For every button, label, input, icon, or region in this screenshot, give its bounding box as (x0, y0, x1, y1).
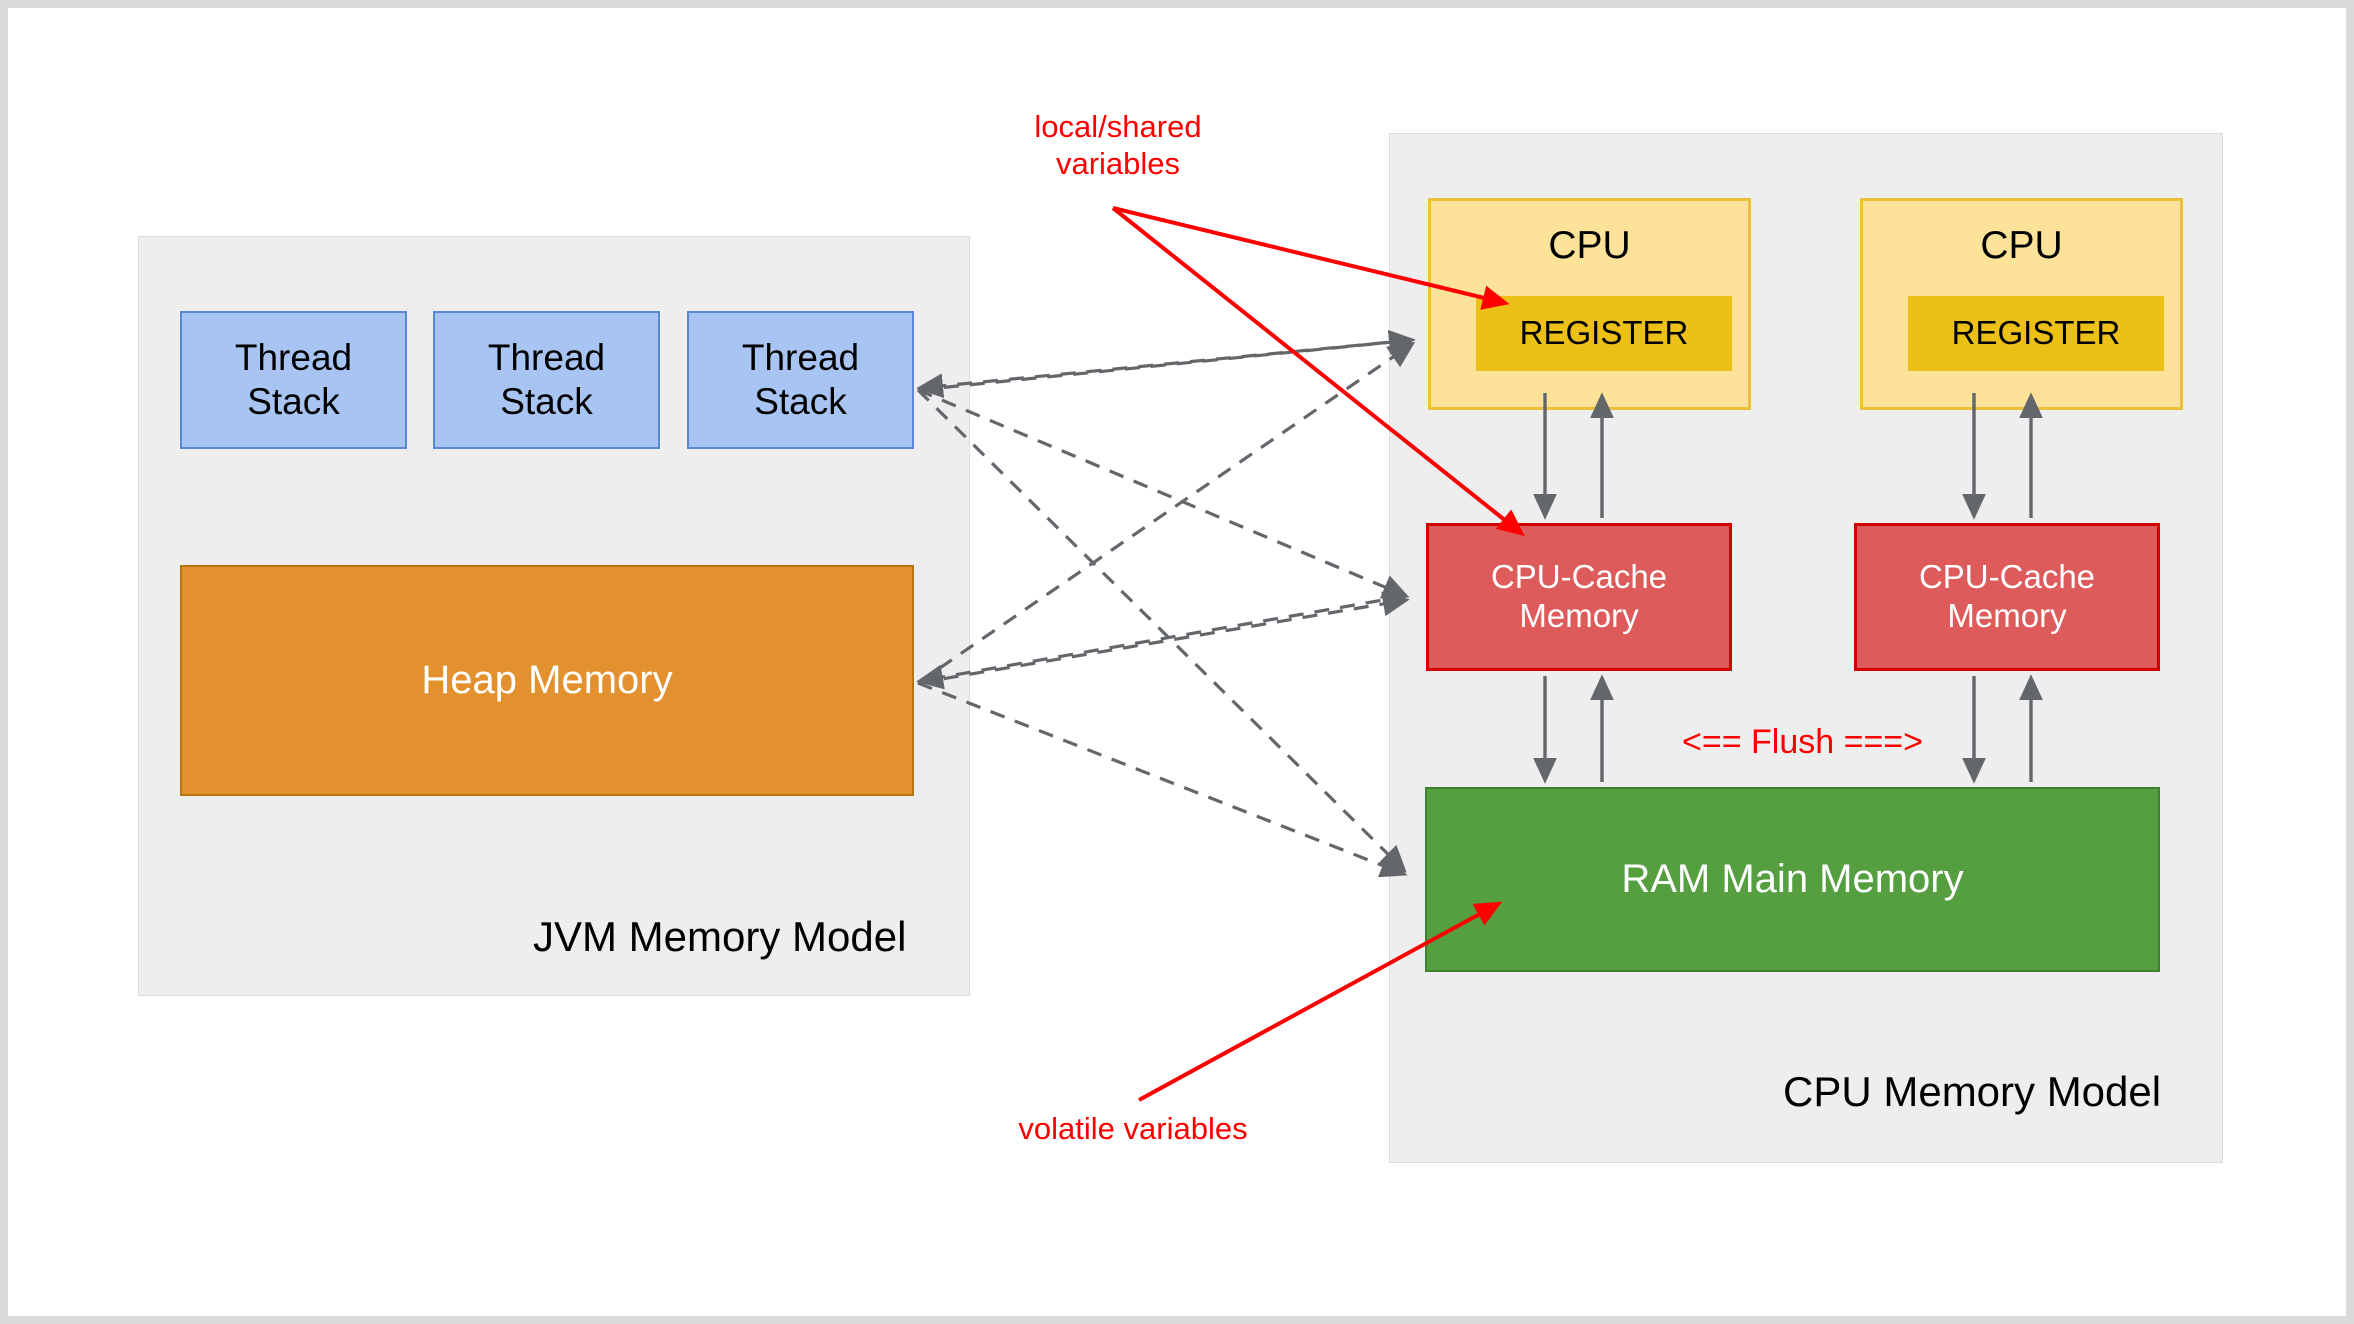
local-shared-variables-label: local/shared variables (1034, 109, 1202, 182)
dashed-arrow-threadstack-to-cache (917, 388, 1410, 599)
register-label-1: REGISTER (1519, 314, 1689, 352)
heap-memory-box: Heap Memory (180, 565, 914, 796)
dashed-arrow-threadstack-to-ram (916, 388, 1407, 873)
thread-stack-label-3: Thread Stack (741, 337, 860, 422)
flush-label: <== Flush ===> (1682, 723, 1924, 761)
ram-main-memory-label: RAM Main Memory (1621, 856, 1964, 901)
dashed-arrow-heap-to-register (917, 341, 1416, 685)
cpu-cache-label-1: CPU-Cache Memory (1490, 558, 1668, 634)
volatile-variables-label: volatile variables (1018, 1111, 1248, 1146)
ram-main-memory-box: RAM Main Memory (1425, 787, 2160, 972)
dashed-arrow-heap-to-cache (917, 591, 1410, 685)
thread-stack-label-1: Thread Stack (234, 337, 353, 422)
cpu-cache-box-1: CPU-Cache Memory (1426, 523, 1732, 671)
thread-stack-box-2: Thread Stack (433, 311, 660, 449)
cpu-label-2: CPU (1980, 224, 2063, 267)
cpu-cache-box-2: CPU-Cache Memory (1854, 523, 2160, 671)
register-box-1: REGISTER (1476, 296, 1732, 371)
register-label-2: REGISTER (1951, 314, 2121, 352)
cpu-memory-model-title: CPU Memory Model (1783, 1068, 2162, 1115)
cpu-label-1: CPU (1548, 224, 1631, 267)
heap-memory-label: Heap Memory (421, 657, 673, 702)
thread-stack-label-2: Thread Stack (487, 337, 606, 422)
cpu-cache-label-2: CPU-Cache Memory (1918, 558, 2096, 634)
register-box-2: REGISTER (1908, 296, 2164, 371)
thread-stack-box-1: Thread Stack (180, 311, 407, 449)
dashed-arrow-register-to-threadstack (916, 338, 1413, 399)
dashed-connector-group (916, 329, 1416, 878)
dashed-arrow-threadstack-to-register (917, 329, 1416, 392)
jvm-memory-model-title: JVM Memory Model (533, 913, 907, 960)
dashed-arrow-cache-to-heap (916, 594, 1407, 690)
thread-stack-box-3: Thread Stack (687, 311, 914, 449)
dashed-arrow-heap-to-ram (917, 681, 1408, 878)
